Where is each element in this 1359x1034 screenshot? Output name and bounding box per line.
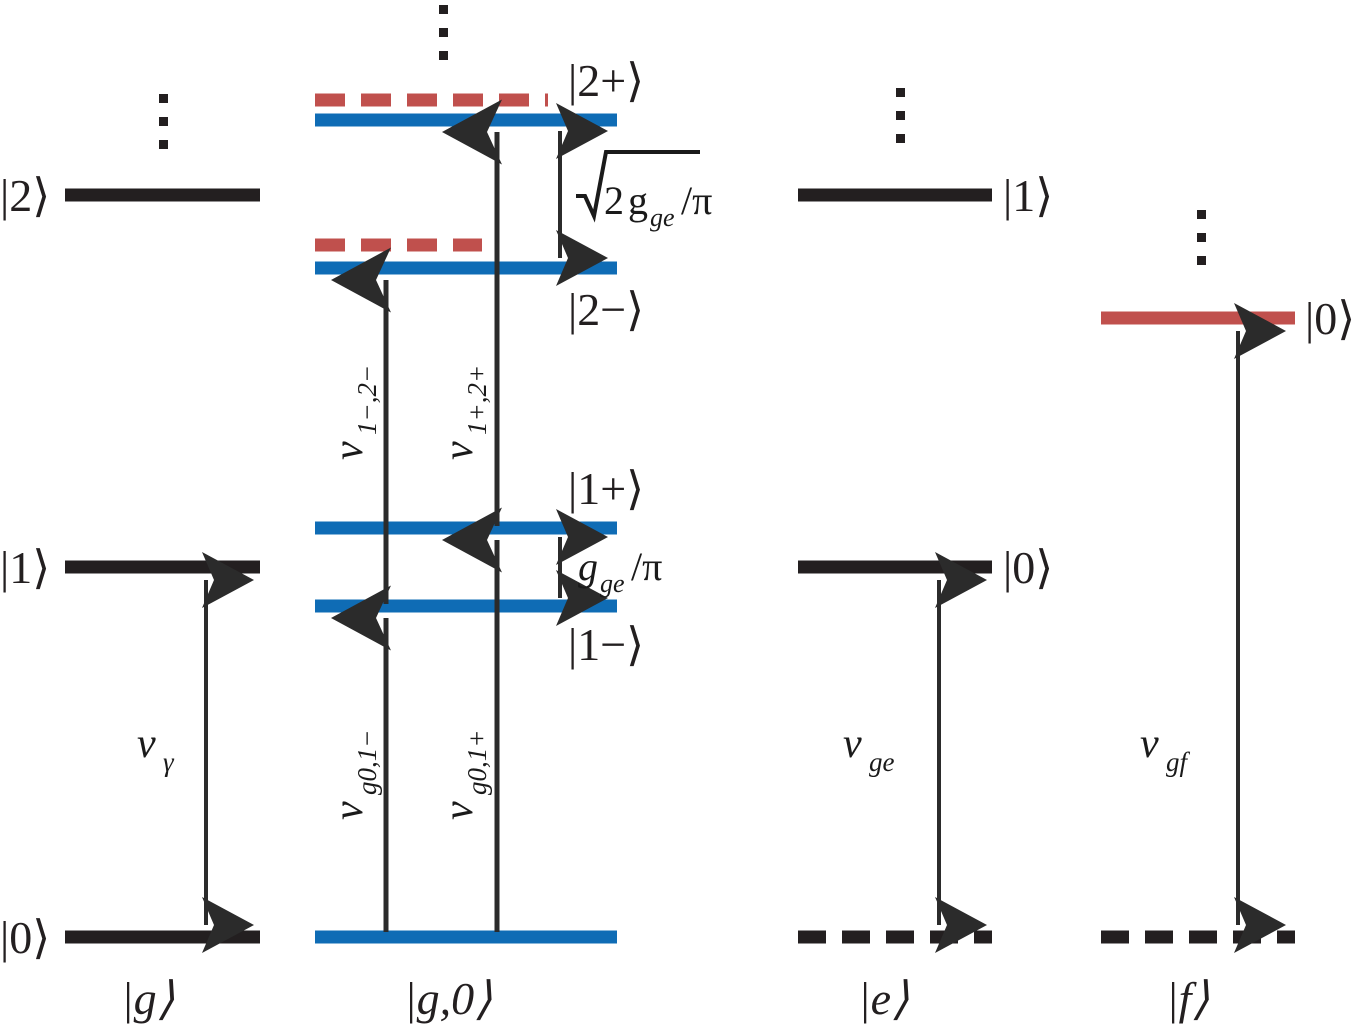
ellipsis-column-g0 [439,5,448,60]
svg-text:2: 2 [604,178,624,223]
column-e: |1⟩ |0⟩ ν ge |e⟩ [798,88,1053,1024]
column-g: |2⟩ |1⟩ |0⟩ ν γ |g⟩ [0,94,260,1024]
transition-label-nu-ge: ν ge [843,721,895,777]
svg-text:ge: ge [650,203,675,232]
svg-text:1−,2−: 1−,2− [352,365,382,435]
svg-text:ge: ge [600,569,625,598]
svg-text:ν: ν [1140,721,1159,767]
svg-text:gf: gf [1166,747,1191,777]
transition-label-nu-1minus-2minus: ν 1−,2− [326,365,382,460]
transition-label-nu-1plus-2plus: ν 1+,2+ [436,365,492,460]
level-label-g0-2plus: |2+⟩ [568,55,644,106]
transition-label-nu-g0-1minus: ν g0,1− [326,730,382,820]
level-label-g-0: |0⟩ [0,912,50,963]
ellipsis-column-e [896,88,905,143]
ellipsis-column-g [159,94,168,149]
transition-label-nu-g0-1plus: ν g0,1+ [436,730,492,820]
svg-text:/π: /π [681,178,712,223]
svg-text:g0,1+: g0,1+ [462,730,492,795]
svg-text:ν: ν [326,441,372,460]
transition-label-nu-gf: ν gf [1140,721,1191,777]
ellipsis-column-f [1197,210,1206,265]
level-label-e-1: |1⟩ [1003,170,1053,221]
splitting-label-gge-pi: g ge /π [578,544,662,598]
svg-text:/π: /π [631,544,662,589]
level-label-e-0: |0⟩ [1003,542,1053,593]
level-label-g-2: |2⟩ [0,170,50,221]
level-label-f-0: |0⟩ [1305,293,1355,344]
column-label-g: |g⟩ [121,973,175,1024]
column-label-e: |e⟩ [858,973,909,1024]
column-label-g0: |g,0⟩ [404,973,492,1024]
svg-text:ν: ν [436,441,482,460]
column-label-f: |f⟩ [1166,973,1209,1024]
splitting-label-sqrt2-gge-pi: 2 g ge /π [576,150,712,232]
sqrt-radical-icon [576,150,700,223]
transition-label-nu-gamma: ν γ [137,721,175,777]
level-label-g0-1plus: |1+⟩ [568,463,644,514]
svg-text:ν: ν [436,801,482,820]
svg-text:g: g [578,544,598,589]
svg-text:ν: ν [326,801,372,820]
svg-text:g: g [628,178,648,223]
svg-text:ν: ν [843,721,862,767]
svg-text:γ: γ [163,747,175,777]
svg-text:ge: ge [869,747,895,777]
svg-text:ν: ν [137,721,156,767]
level-label-g-1: |1⟩ [0,542,50,593]
svg-text:g0,1−: g0,1− [352,730,382,795]
level-label-g0-1minus: |1−⟩ [568,619,644,670]
column-g0: |2+⟩ |2−⟩ |1+⟩ |1−⟩ ν g0,1− ν g0 [315,5,712,1024]
svg-text:1+,2+: 1+,2+ [462,365,492,435]
level-label-g0-2minus: |2−⟩ [568,284,644,335]
column-f: |0⟩ ν gf |f⟩ [1101,210,1355,1024]
